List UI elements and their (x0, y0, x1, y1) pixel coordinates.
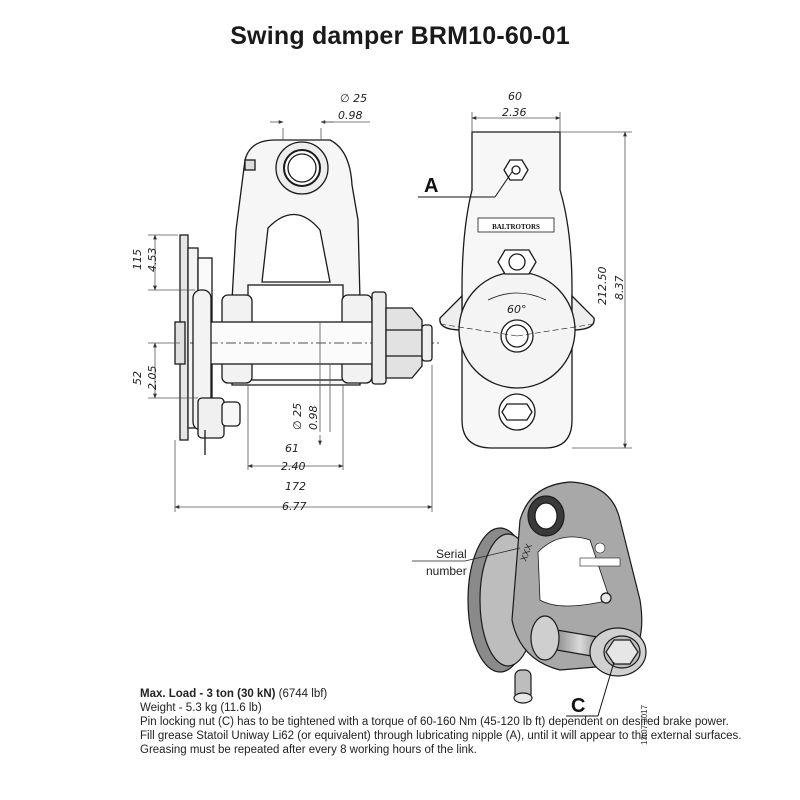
dim-width-top-in: 2.36 (502, 106, 527, 119)
max-load-rest: (6744 lbf) (275, 688, 328, 700)
dim-angle: 60° (507, 303, 527, 316)
dim-offset-mm: 52 (131, 371, 144, 385)
side-view (174, 139, 440, 455)
dim-pin-top-in: 0.98 (338, 109, 363, 122)
brand-logo-text: BALTROTORS (492, 223, 540, 231)
note-torque: Pin locking nut (C) has to be tightened … (140, 716, 729, 728)
c-callout (566, 661, 615, 717)
dim-height-side-mm: 115 (131, 249, 144, 270)
dim-gap-mm: 61 (285, 442, 299, 455)
dim-offset-in: 2.05 (146, 366, 159, 391)
isometric-view (467, 481, 647, 704)
serial-callout (412, 547, 521, 562)
drawing-date: 13.07.2017 (640, 704, 649, 745)
dim-pin-top-mm: ∅ 25 (340, 92, 367, 105)
note-interval: Greasing must be repeated after every 8 … (140, 744, 477, 756)
dim-overall-in: 6.77 (282, 500, 307, 513)
serial-label-line1: Serial (436, 547, 467, 561)
dim-height-side-in: 4.53 (146, 248, 159, 273)
dim-width-top-mm: 60 (508, 90, 522, 103)
dim-pin-mid-mm: ∅ 25 (291, 403, 304, 430)
max-load-line: Max. Load - 3 ton (30 kN) (6744 lbf) (140, 687, 740, 701)
dim-overall-mm: 172 (285, 480, 306, 493)
front-view-dimensions (418, 112, 632, 449)
serial-label-line2: number (426, 564, 467, 578)
dim-height-front-mm: 212.50 (596, 267, 609, 306)
note-grease: Fill grease Statoil Uniway Li62 (or equi… (140, 730, 742, 742)
callout-c: C (571, 695, 585, 717)
weight-line: Weight - 5.3 kg (11.6 lb) (140, 702, 262, 714)
dim-height-front-in: 8.37 (613, 276, 626, 301)
callout-a: A (424, 175, 438, 197)
dim-pin-mid-in: 0.98 (307, 406, 320, 431)
specification-notes: Max. Load - 3 ton (30 kN) (6744 lbf) Wei… (140, 687, 742, 757)
page-title: Swing damper BRM10-60-01 (230, 22, 570, 50)
side-view-dimensions (148, 120, 433, 512)
front-view (439, 131, 595, 449)
max-load-bold: Max. Load - 3 ton (30 kN) (140, 688, 276, 700)
dim-gap-in: 2.40 (281, 460, 306, 473)
